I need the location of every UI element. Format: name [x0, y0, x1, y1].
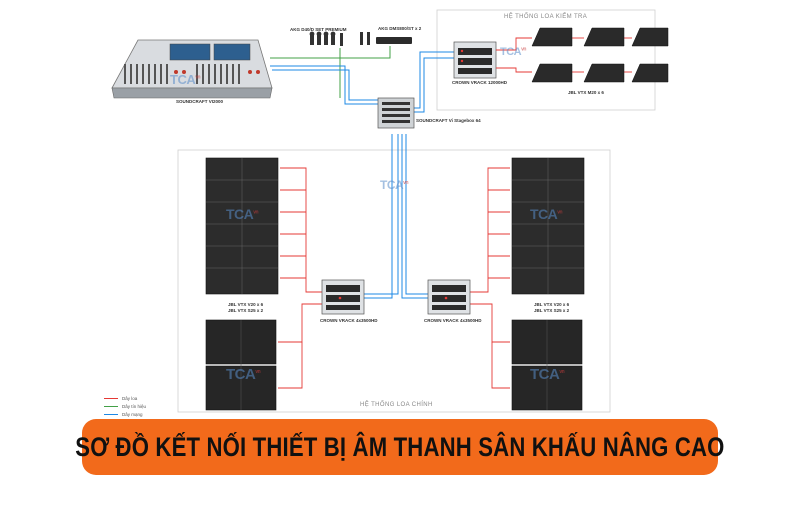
right-amp-label: CROWN VRACK 4x3500HD: [424, 318, 482, 323]
watermark-logo: TCAvn: [380, 178, 409, 192]
mic-set-label: AKG D40/D SET PREMIUM: [290, 27, 347, 32]
network-wires: [270, 51, 454, 299]
left-array-label-b: JBL VTX S25 x 2: [228, 308, 264, 313]
legend-item: Dây loa: [104, 396, 137, 401]
watermark-logo: TCAvn: [500, 46, 526, 58]
wireless-microphone-system: [360, 32, 412, 45]
legend-item: Dây tín hiệu: [104, 404, 146, 409]
legend-label: Dây mạng: [122, 412, 143, 417]
main-speaker-wires: [278, 167, 510, 389]
title-banner: SƠ ĐỒ KẾT NỐI THIẾT BỊ ÂM THANH SÂN KHẤU…: [75, 419, 724, 475]
legend-label: Dây loa: [122, 396, 138, 401]
stagebox: [377, 97, 415, 129]
mixing-console: [111, 39, 273, 99]
right-line-array: [511, 157, 585, 295]
monitor-amp-label: CROWN VRACK 12000HD: [452, 80, 508, 85]
legend-swatch-signal: [104, 406, 118, 407]
legend-swatch-network: [104, 414, 118, 415]
monitor-zone-title: HỆ THỐNG LOA KIỂM TRA: [504, 14, 588, 20]
main-zone-title: HỆ THỐNG LOA CHÍNH: [360, 402, 433, 408]
watermark-logo: TCAvn: [226, 206, 259, 222]
stagebox-label: SOUNDCRAFT Vi Stagebox 64: [416, 118, 481, 123]
legend-swatch-speaker: [104, 398, 118, 399]
banner-title: SƠ ĐỒ KẾT NỐI THIẾT BỊ ÂM THANH SÂN KHẤU…: [75, 431, 725, 462]
right-amplifier: [427, 279, 471, 315]
right-array-label-a: JBL VTX V20 x 6: [534, 302, 570, 307]
watermark-logo: TCAvn: [530, 366, 565, 383]
main-zone-frame: [177, 149, 611, 413]
left-amp-label: CROWN VRACK 4x3500HD: [320, 318, 378, 323]
left-subwoofers: [205, 319, 277, 411]
left-array-label-a: JBL VTX V20 x 6: [228, 302, 264, 307]
monitor-speaker-wires: [496, 37, 632, 73]
monitor-speakers-label: JBL VTX M20 x 6: [568, 90, 604, 95]
monitor-amplifier: [453, 41, 497, 79]
monitor-wedges: [531, 27, 669, 83]
wired-microphone-set: [309, 31, 343, 46]
console-label: SOUNDCRAFT VI2000: [176, 99, 224, 104]
right-array-label-b: JBL VTX S25 x 2: [534, 308, 570, 313]
watermark-logo: TCAvn: [170, 72, 201, 87]
watermark-logo: TCAvn: [226, 366, 261, 383]
legend-item: Dây mạng: [104, 412, 143, 417]
monitor-zone-frame: [436, 9, 656, 111]
watermark-logo: TCAvn: [530, 206, 563, 222]
left-amplifier: [321, 279, 365, 315]
right-subwoofers: [511, 319, 583, 411]
wireless-mic-label: AKG DMS800/ST x 2: [378, 26, 422, 31]
legend-label: Dây tín hiệu: [122, 404, 147, 409]
signal-wires: [270, 46, 391, 98]
left-line-array: [205, 157, 279, 295]
